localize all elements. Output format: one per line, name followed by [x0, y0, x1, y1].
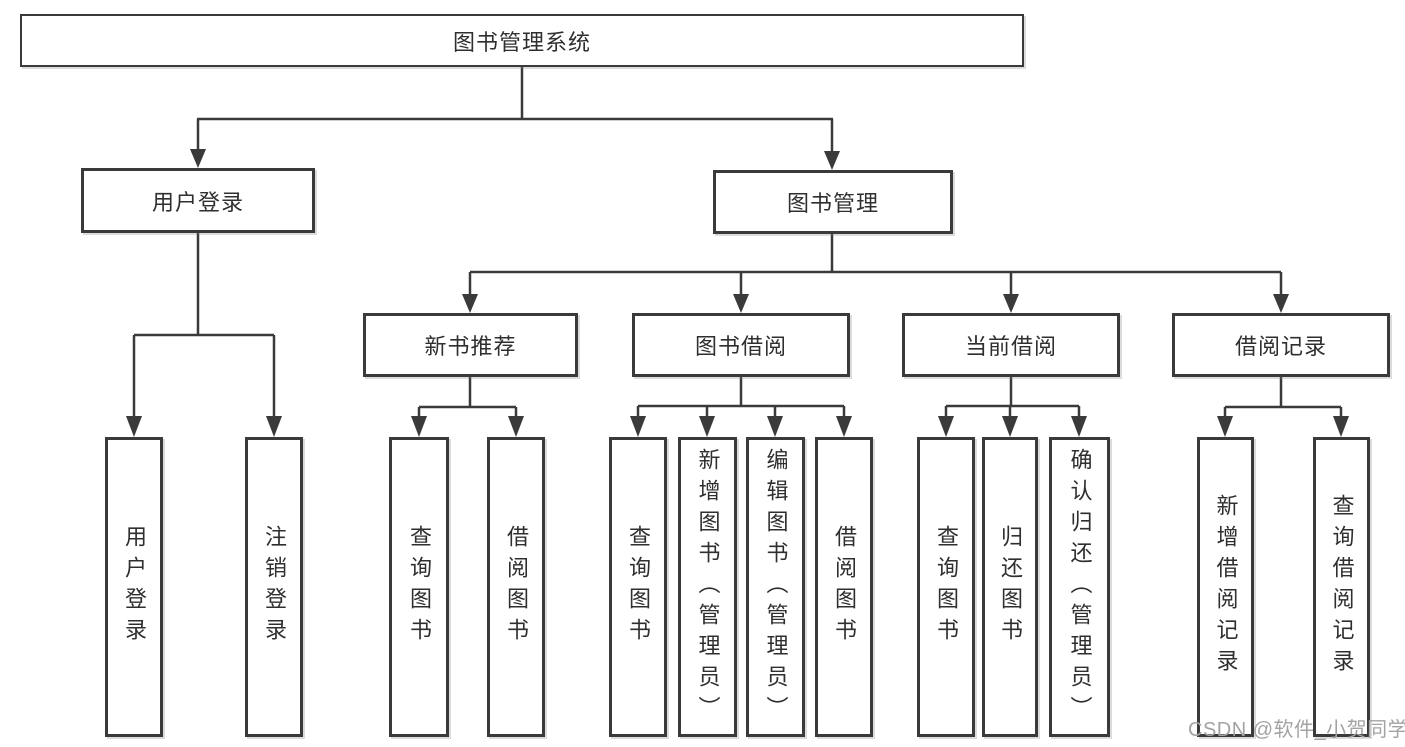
leaf-query-books-recommend-label: 查询图书: [407, 525, 432, 649]
leaf-borrow-books-label: 借阅图书: [832, 525, 857, 649]
arrowhead: [462, 294, 478, 313]
arrowhead: [1002, 416, 1018, 437]
leaf-return-book-label: 归还图书: [998, 525, 1023, 649]
arrowhead: [1217, 416, 1233, 437]
leaf-confirm-return-admin: 确认归还（管理员）: [1049, 437, 1110, 737]
connector-lines: [132, 67, 1343, 421]
leaf-logout: 注销登录: [245, 437, 303, 737]
leaf-borrow-books-recommend: 借阅图书: [487, 437, 545, 737]
arrowhead: [1003, 294, 1019, 313]
node-new-book-recommend-label: 新书推荐: [424, 334, 517, 359]
node-borrow-records-label: 借阅记录: [1234, 334, 1327, 359]
node-book-borrow: 图书借阅: [632, 313, 850, 377]
leaf-query-books-current-label: 查询图书: [934, 525, 959, 649]
leaf-add-book-admin: 新增图书（管理员）: [678, 437, 737, 737]
watermark: CSDN @软件_小贺同学: [1188, 719, 1405, 741]
connector-user-login: [132, 233, 276, 421]
connector-book-borrow: [636, 377, 846, 421]
connector-new-book-recommend: [417, 377, 518, 421]
node-current-borrow: 当前借阅: [902, 313, 1120, 377]
leaf-query-borrow-record-label: 查询借阅记录: [1329, 494, 1355, 680]
arrowhead: [767, 416, 783, 437]
arrowhead: [1273, 294, 1289, 313]
arrowhead: [1333, 416, 1349, 437]
node-book-management-label: 图书管理: [786, 191, 879, 216]
connector-root: [196, 67, 834, 154]
node-book-management: 图书管理: [713, 170, 953, 234]
leaf-borrow-books: 借阅图书: [815, 437, 873, 737]
arrowhead: [126, 416, 142, 437]
arrowhead: [699, 416, 715, 437]
leaf-query-books-borrow-label: 查询图书: [626, 525, 651, 649]
leaf-edit-book-admin: 编辑图书（管理员）: [746, 437, 805, 737]
node-current-borrow-label: 当前借阅: [964, 334, 1057, 359]
arrowhead: [266, 416, 282, 437]
leaf-edit-book-admin-label: 编辑图书（管理员）: [763, 447, 789, 727]
node-root: 图书管理系统: [20, 14, 1024, 67]
connector-book-management: [468, 234, 1283, 297]
arrowhead: [836, 416, 852, 437]
leaf-query-books-recommend: 查询图书: [389, 437, 449, 737]
node-root-label: 图书管理系统: [452, 29, 591, 55]
arrowhead: [938, 416, 954, 437]
arrowhead: [1071, 416, 1087, 437]
leaf-logout-label: 注销登录: [262, 525, 287, 649]
leaf-confirm-return-admin-label: 确认归还（管理员）: [1067, 447, 1093, 727]
connector-borrow-records: [1223, 377, 1343, 421]
node-user-login: 用户登录: [81, 168, 315, 233]
leaf-add-book-admin-label: 新增图书（管理员）: [695, 447, 721, 727]
leaf-add-borrow-record: 新增借阅记录: [1197, 437, 1254, 737]
leaf-user-login: 用户登录: [105, 437, 163, 737]
node-borrow-records: 借阅记录: [1172, 313, 1390, 377]
arrowhead: [411, 416, 427, 437]
arrowhead: [824, 151, 840, 170]
arrowhead: [630, 416, 646, 437]
leaf-return-book: 归还图书: [982, 437, 1038, 737]
arrowhead: [190, 149, 206, 168]
node-new-book-recommend: 新书推荐: [363, 313, 578, 377]
arrowhead: [508, 416, 524, 437]
leaf-query-borrow-record: 查询借阅记录: [1313, 437, 1370, 737]
connector-current-borrow: [944, 377, 1081, 421]
leaf-query-books-borrow: 查询图书: [609, 437, 667, 737]
leaf-borrow-books-recommend-label: 借阅图书: [504, 525, 529, 649]
node-book-borrow-label: 图书借阅: [694, 334, 787, 359]
leaf-query-books-current: 查询图书: [917, 437, 975, 737]
leaf-add-borrow-record-label: 新增借阅记录: [1213, 494, 1239, 680]
arrowheads: [126, 149, 1349, 437]
leaf-user-login-label: 用户登录: [122, 525, 147, 649]
node-user-login-label: 用户登录: [151, 189, 244, 215]
arrowhead: [733, 294, 749, 313]
